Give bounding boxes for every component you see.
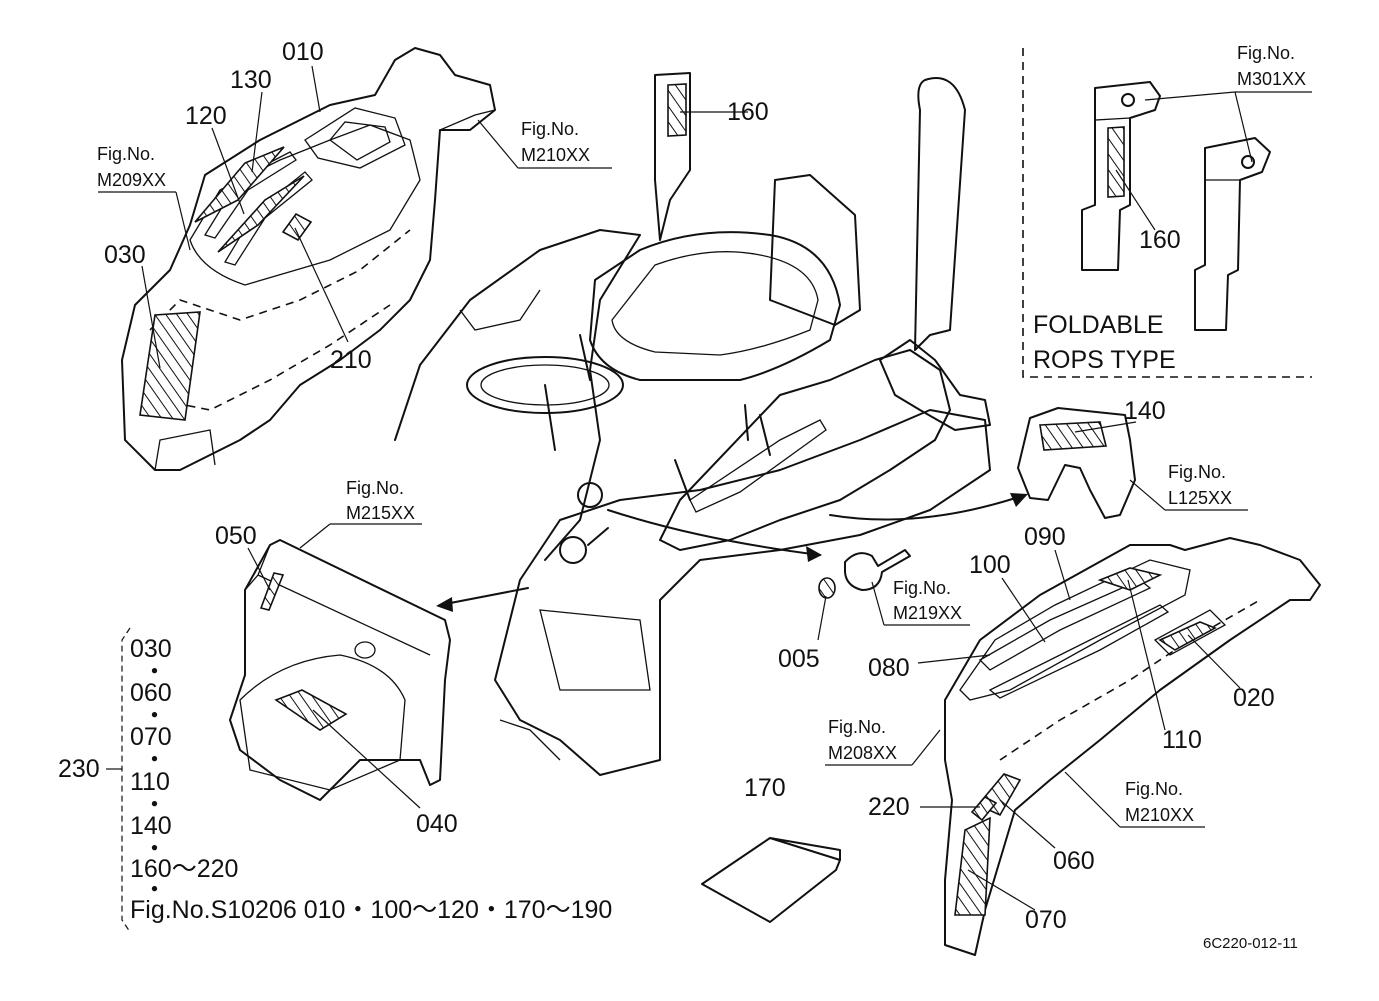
fig-ref-m208-label: Fig.No. (828, 717, 886, 737)
fig-ref-m219-label: Fig.No. (893, 578, 951, 598)
kit-item: 160～220 (130, 855, 238, 883)
callout-100: 100 (969, 551, 1011, 579)
callout-020: 020 (1233, 684, 1275, 712)
decal-030 (139, 311, 201, 421)
decal-140 (1039, 421, 1108, 451)
decal-020 (1158, 621, 1217, 651)
kit-item: 070 (130, 723, 172, 751)
callout-130: 130 (230, 66, 272, 94)
kit-number: 230 (58, 755, 100, 783)
kit-separator: ・ (142, 835, 167, 863)
knob-drawing (818, 549, 911, 599)
rops-box-title-line2: ROPS TYPE (1033, 346, 1176, 374)
fig-ref-m215-code: M215XX (346, 503, 415, 523)
kit-item: 060 (130, 679, 172, 707)
callout-110: 110 (1162, 726, 1202, 754)
drawing-code: 6C220-012-11 (1203, 935, 1298, 952)
decal-130 (194, 146, 285, 223)
callout-170: 170 (744, 774, 786, 802)
right-fender-drawing (944, 537, 1321, 956)
kit-item: 140 (130, 812, 172, 840)
left-fender-drawing (121, 47, 496, 471)
kit-bracket (106, 627, 131, 933)
callout-040: 040 (416, 810, 458, 838)
decal-210 (281, 212, 313, 242)
fig-ref-m208-code: M208XX (828, 743, 897, 763)
decal-070 (954, 816, 991, 916)
callout-160-rops: 160 (1139, 226, 1181, 254)
kit-footer: Fig.No.S10206 010・100～120・170～190 (130, 896, 612, 924)
rops-post-right (1194, 137, 1271, 331)
callout-160-top: 160 (727, 98, 769, 126)
assembly-arrows (436, 493, 1028, 612)
callout-210: 210 (330, 346, 372, 374)
kit-item: 030 (130, 635, 172, 663)
decal-120 (217, 175, 305, 253)
callout-030: 030 (104, 241, 146, 269)
fig-ref-m209-code: M209XX (97, 170, 166, 190)
rops-box-title-line1: FOLDABLE (1033, 311, 1164, 339)
decal-160-rops (1107, 126, 1125, 198)
kit-separator: ・ (142, 746, 167, 774)
decal-220 (970, 795, 998, 822)
kit-separator: ・ (142, 791, 167, 819)
kit-separator: ・ (142, 702, 167, 730)
rops-post-left (1081, 81, 1161, 271)
callout-050: 050 (215, 522, 257, 550)
callout-005: 005 (778, 645, 820, 673)
decal-005 (818, 577, 836, 599)
callout-220: 220 (868, 793, 910, 821)
fig-ref-l125-code: L125XX (1168, 488, 1232, 508)
fig-ref-m219-code: M219XX (893, 603, 962, 623)
fig-ref-m301-label: Fig.No. (1237, 43, 1295, 63)
callout-090: 090 (1024, 523, 1066, 551)
fig-ref-m210-bottom-code: M210XX (1125, 805, 1194, 825)
decal-040 (274, 689, 348, 731)
fig-ref-m210-top-code: M210XX (521, 145, 590, 165)
decal-110 (1097, 567, 1163, 591)
step-drawing (1017, 407, 1136, 519)
callout-120: 120 (185, 102, 227, 130)
fig-ref-m210-top-label: Fig.No. (521, 119, 579, 139)
decal-160-rops-post (667, 83, 687, 137)
figure-references: Fig.No. M209XX Fig.No. M210XX Fig.No. M3… (97, 43, 1306, 825)
kit-item: 110 (130, 768, 170, 796)
fig-ref-m209-label: Fig.No. (97, 144, 155, 164)
callout-140: 140 (1124, 397, 1166, 425)
callout-labels: 010 130 120 030 210 160 160 140 050 040 … (104, 38, 1275, 934)
kit-separator: ・ (142, 876, 167, 904)
operators-manual-drawing (701, 837, 841, 923)
fig-ref-m301-code: M301XX (1237, 69, 1306, 89)
fig-ref-m215-label: Fig.No. (346, 478, 404, 498)
decal-050 (259, 572, 285, 611)
fig-ref-l125-label: Fig.No. (1168, 462, 1226, 482)
tractor-body-drawing (394, 72, 991, 776)
kit-separator: ・ (142, 658, 167, 686)
callout-070: 070 (1025, 906, 1067, 934)
leader-lines (98, 65, 1312, 911)
hood-panel-drawing (229, 539, 451, 801)
foldable-rops-box (1022, 48, 1312, 378)
callout-010: 010 (282, 38, 324, 66)
fig-ref-m210-bottom-label: Fig.No. (1125, 779, 1183, 799)
callout-060: 060 (1053, 847, 1095, 875)
kit-list: 230 030 ・ 060 ・ 070 ・ 110 ・ 140 ・ 160～22… (58, 635, 612, 924)
callout-080: 080 (868, 654, 910, 682)
